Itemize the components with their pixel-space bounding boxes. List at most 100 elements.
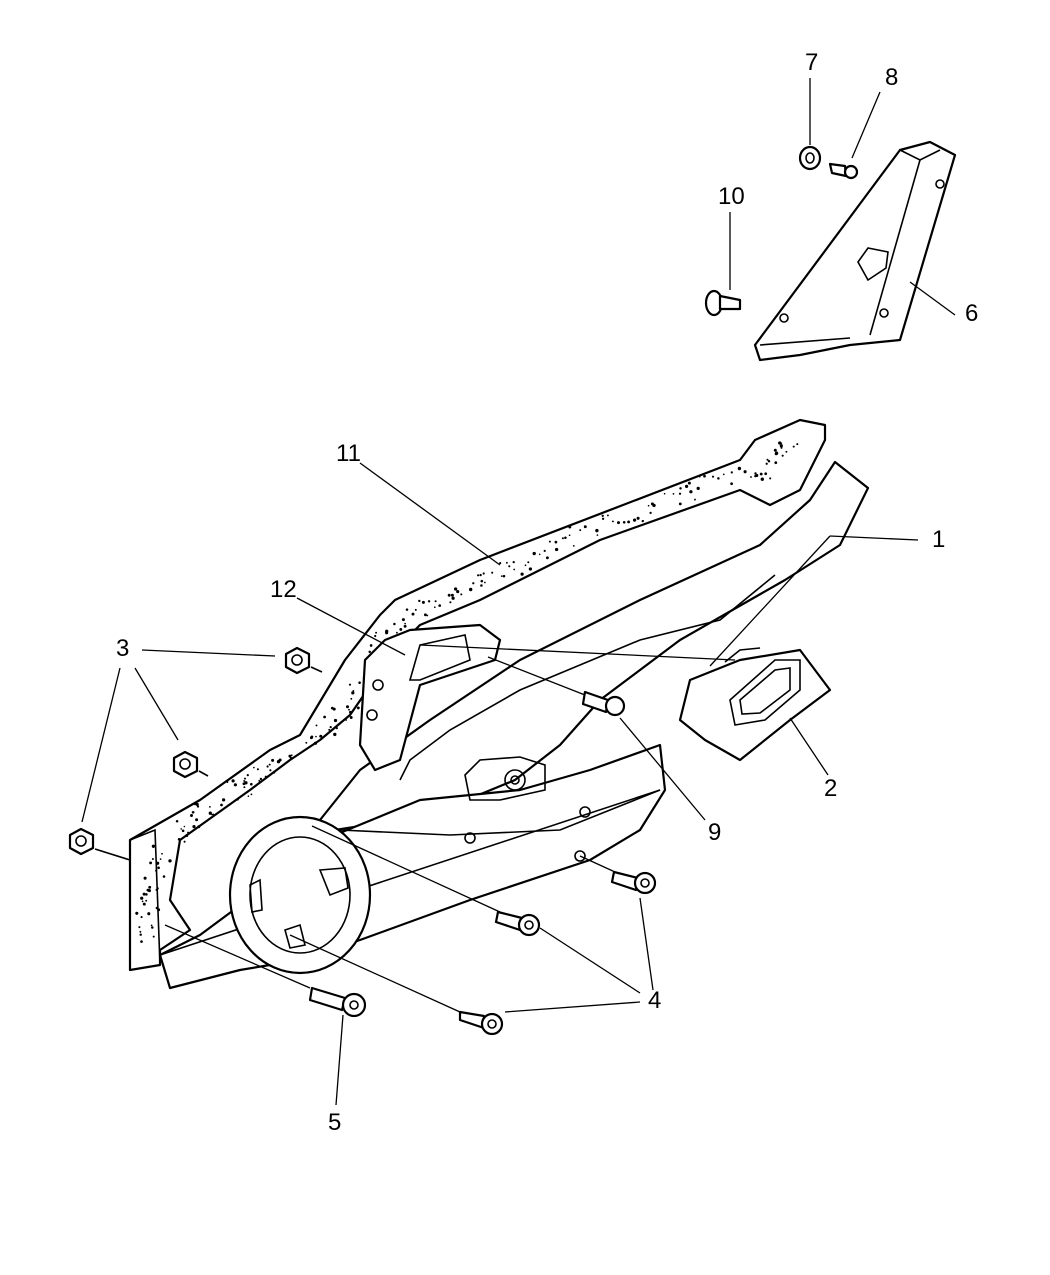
foam-speckle	[161, 852, 163, 855]
foam-speckle	[434, 600, 437, 603]
foam-speckle	[146, 888, 150, 892]
foam-speckle	[250, 782, 253, 786]
foam-speckle	[447, 593, 451, 597]
foam-speckle	[622, 521, 626, 524]
foam-speckle	[345, 705, 350, 709]
foam-speckle	[142, 902, 146, 906]
foam-speckle	[750, 476, 752, 478]
foam-speckle	[694, 498, 696, 501]
foam-speckle	[266, 765, 269, 768]
callout-7: 7	[805, 49, 818, 76]
foam-speckle	[764, 472, 768, 476]
foam-speckle	[395, 631, 398, 634]
foam-speckle	[155, 861, 160, 865]
foam-speckle	[313, 741, 317, 745]
bolt-part	[308, 986, 367, 1018]
foam-speckle	[743, 470, 747, 474]
foam-speckle	[226, 781, 229, 783]
foam-speckle	[508, 565, 511, 568]
foam-speckle	[351, 691, 355, 695]
foam-speckle	[162, 875, 166, 878]
foam-speckle	[759, 472, 763, 476]
foam-speckle	[185, 834, 189, 838]
foam-speckle	[502, 574, 506, 578]
foam-speckle	[319, 734, 323, 738]
foam-speckle	[145, 893, 148, 896]
foam-speckle	[554, 540, 558, 544]
foam-speckle	[150, 924, 153, 927]
foam-speckle	[520, 572, 524, 576]
foam-speckle	[421, 600, 425, 604]
callout-11: 11	[336, 440, 361, 467]
foam-speckle	[781, 454, 784, 457]
foam-speckle	[197, 825, 201, 829]
foam-speckle	[684, 484, 689, 489]
foam-speckle	[175, 819, 179, 823]
foam-speckle	[767, 459, 771, 463]
foam-speckle	[472, 582, 475, 585]
foam-speckle	[374, 634, 377, 638]
foam-speckle	[404, 622, 406, 625]
callout-2: 2	[824, 775, 837, 802]
foam-speckle	[349, 710, 352, 714]
foam-speckle	[451, 596, 455, 600]
foam-speckle	[233, 783, 237, 787]
foam-speckle	[711, 475, 715, 478]
foam-speckle	[157, 866, 160, 870]
foam-speckle	[792, 445, 795, 448]
foam-speckle	[484, 581, 486, 584]
foam-speckle	[649, 511, 652, 515]
foam-speckle	[368, 650, 371, 654]
foam-speckle	[505, 561, 508, 564]
foam-speckle	[405, 608, 409, 611]
foam-speckle	[151, 858, 154, 860]
foam-speckle	[469, 587, 473, 592]
foam-speckle	[606, 514, 609, 517]
foam-speckle	[703, 474, 706, 478]
foam-speckle	[500, 575, 503, 577]
callout-6: 6	[965, 300, 978, 327]
foam-speckle	[548, 540, 551, 543]
foam-speckle	[564, 536, 567, 540]
foam-speckle	[532, 551, 536, 556]
foam-speckle	[568, 534, 571, 537]
foam-speckle	[243, 786, 246, 789]
foam-speckle	[141, 900, 144, 903]
washer-part	[798, 145, 822, 171]
foam-speckle	[647, 504, 650, 507]
foam-speckle	[632, 518, 637, 522]
foam-speckle	[491, 571, 494, 574]
foam-speckle	[426, 614, 429, 617]
callout-3: 3	[116, 635, 129, 662]
vent-grille	[678, 647, 832, 762]
foam-speckle	[329, 725, 332, 729]
foam-speckle	[460, 593, 463, 596]
foam-speckle	[754, 474, 757, 478]
foam-speckle	[480, 584, 483, 587]
foam-speckle	[155, 888, 158, 891]
foam-speckle	[345, 719, 348, 721]
foam-speckle	[779, 444, 783, 448]
quarter-trim-panel	[158, 460, 870, 990]
foam-speckle	[636, 516, 640, 520]
foam-speckle	[418, 599, 421, 603]
foam-speckle	[181, 829, 185, 833]
foam-speckle	[641, 519, 644, 523]
callout-12: 12	[270, 576, 297, 603]
foam-speckle	[157, 908, 161, 912]
foam-speckle	[264, 775, 268, 778]
foam-speckle	[289, 756, 293, 760]
foam-speckle	[333, 732, 337, 737]
screw-part	[458, 1010, 504, 1036]
foam-speckle	[151, 926, 154, 929]
foam-speckle	[513, 568, 516, 571]
small-screw-part	[828, 162, 859, 180]
foam-speckle	[149, 861, 153, 865]
foam-speckle	[427, 600, 431, 603]
foam-speckle	[190, 814, 193, 817]
foam-speckle	[730, 471, 733, 474]
foam-speckle	[135, 911, 139, 915]
foam-speckle	[689, 490, 693, 494]
foam-speckle	[717, 477, 720, 480]
